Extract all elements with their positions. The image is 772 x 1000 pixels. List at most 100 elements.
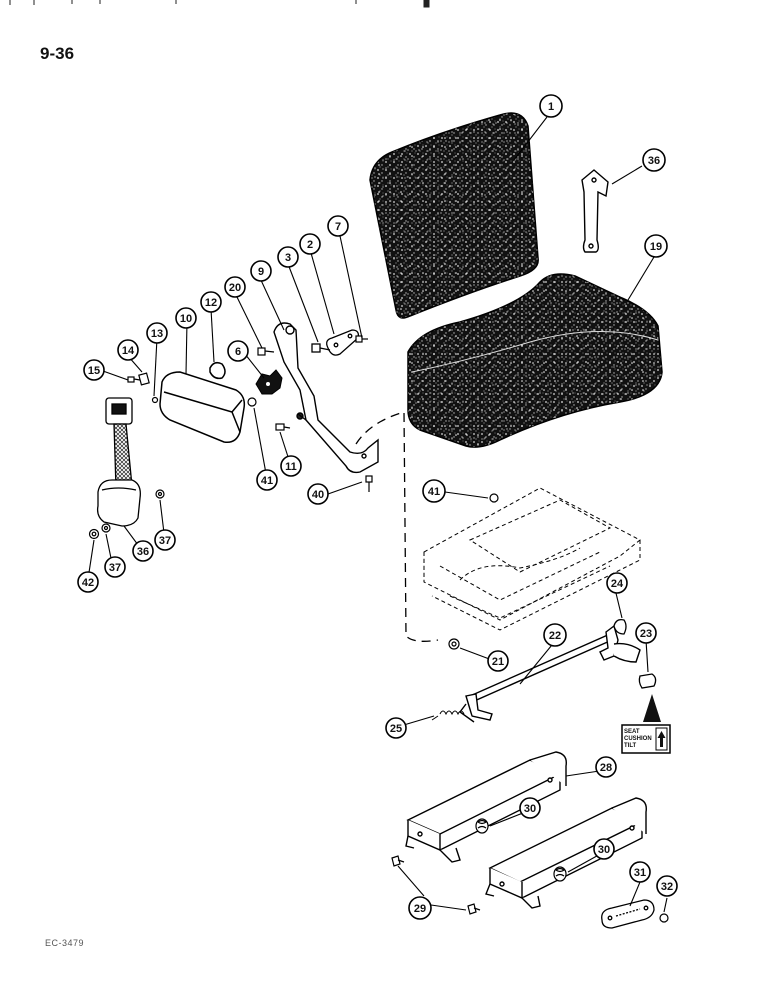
svg-text:10: 10 (180, 313, 192, 325)
callout-37-lower: 37 (104, 556, 126, 578)
svg-text:6: 6 (235, 346, 241, 358)
decal-line-seat: SEAT (624, 729, 640, 735)
stud (275, 423, 291, 431)
callout-31: 31 (629, 861, 651, 883)
svg-text:24: 24 (611, 578, 624, 590)
handle-grip (638, 673, 657, 689)
seat-cushion (407, 273, 663, 448)
mounting-bolt (365, 475, 373, 492)
tilt-rod (459, 624, 641, 723)
svg-text:21: 21 (492, 656, 504, 668)
page-number: 9-36 (40, 44, 75, 63)
slide-rail-lower (485, 797, 647, 909)
base-nut (489, 493, 499, 503)
callout-12: 12 (200, 291, 222, 313)
knob-nut (247, 397, 257, 407)
callout-42: 42 (77, 571, 99, 593)
seat-cushion-tilt-decal: SEAT CUSHION TILT (621, 694, 671, 754)
svg-text:1: 1 (548, 101, 554, 113)
svg-text:19: 19 (650, 241, 662, 253)
svg-text:36: 36 (648, 155, 660, 167)
callout-22: 22 (543, 623, 567, 647)
svg-text:40: 40 (312, 489, 324, 501)
callout-6: 6 (227, 340, 249, 362)
callout-leaders (87, 116, 668, 913)
svg-text:23: 23 (640, 628, 652, 640)
adjuster-plate (601, 899, 655, 929)
callout-24: 24 (606, 572, 628, 594)
svg-text:41: 41 (261, 475, 273, 487)
plate-screw (355, 335, 368, 343)
seat-belt-assembly (96, 397, 141, 527)
pivot-plate (326, 329, 360, 356)
callout-36-bracket: 36 (642, 148, 666, 172)
rod-cap (613, 618, 627, 635)
decal-line-cushion: CUSHION (624, 736, 652, 742)
callout-21: 21 (487, 650, 509, 672)
svg-text:41: 41 (428, 486, 440, 498)
callout-25: 25 (385, 717, 407, 739)
rail-bolts (391, 855, 481, 915)
seat-back-bracket (581, 169, 609, 253)
callout-9: 9 (250, 260, 272, 282)
svg-text:13: 13 (151, 328, 163, 340)
svg-text:9: 9 (258, 266, 264, 278)
callout-3: 3 (277, 246, 299, 268)
knob-screw (257, 347, 275, 356)
callout-30-lower: 30 (593, 838, 615, 860)
callout-20: 20 (224, 276, 246, 298)
svg-text:15: 15 (88, 365, 100, 377)
adjuster-nut (659, 913, 669, 923)
svg-text:2: 2 (307, 239, 313, 251)
svg-text:36: 36 (137, 546, 149, 558)
svg-text:20: 20 (229, 282, 241, 294)
svg-text:28: 28 (600, 762, 612, 774)
svg-text:7: 7 (335, 221, 341, 233)
callout-1: 1 (539, 94, 563, 118)
pad-fasteners (127, 372, 159, 404)
callout-13: 13 (146, 322, 168, 344)
callout-40: 40 (307, 483, 329, 505)
decal-line-tilt: TILT (624, 743, 637, 749)
callout-29: 29 (408, 896, 432, 920)
rod-nut (448, 638, 460, 650)
pad-clip (209, 361, 226, 380)
svg-text:29: 29 (414, 903, 426, 915)
svg-text:30: 30 (524, 803, 536, 815)
seat-back-cushion (369, 112, 539, 319)
svg-text:31: 31 (634, 867, 646, 879)
callout-balloons: 1 36 19 7 2 3 9 20 12 10 13 14 15 6 11 4… (77, 94, 678, 920)
rail-springs (475, 818, 567, 882)
svg-text:12: 12 (205, 297, 217, 309)
callout-15: 15 (83, 359, 105, 381)
seat-base-phantom (423, 487, 641, 631)
callout-11: 11 (280, 455, 302, 477)
armrest-pad (159, 371, 246, 444)
callout-28: 28 (595, 756, 617, 778)
callout-23: 23 (635, 622, 657, 644)
svg-text:25: 25 (390, 723, 402, 735)
svg-text:32: 32 (661, 881, 673, 893)
svg-text:14: 14 (122, 345, 135, 357)
belt-fasteners (88, 489, 165, 540)
callout-14: 14 (117, 339, 139, 361)
callout-10: 10 (175, 307, 197, 329)
callout-2: 2 (299, 233, 321, 255)
callout-36-belt: 36 (132, 540, 154, 562)
callout-32: 32 (656, 875, 678, 897)
callout-41-knob: 41 (256, 469, 278, 491)
footer-code: EC-3479 (45, 938, 85, 948)
scan-marks (9, 0, 430, 8)
svg-text:3: 3 (285, 252, 291, 264)
assembly-leader (355, 411, 439, 642)
svg-text:42: 42 (82, 577, 94, 589)
svg-text:30: 30 (598, 844, 610, 856)
pivot-bolt (311, 343, 331, 353)
svg-text:37: 37 (159, 535, 171, 547)
slide-rail-upper (405, 751, 567, 863)
callout-41-base: 41 (422, 479, 446, 503)
svg-text:11: 11 (285, 461, 297, 473)
svg-text:37: 37 (109, 562, 121, 574)
callout-19: 19 (644, 234, 668, 258)
